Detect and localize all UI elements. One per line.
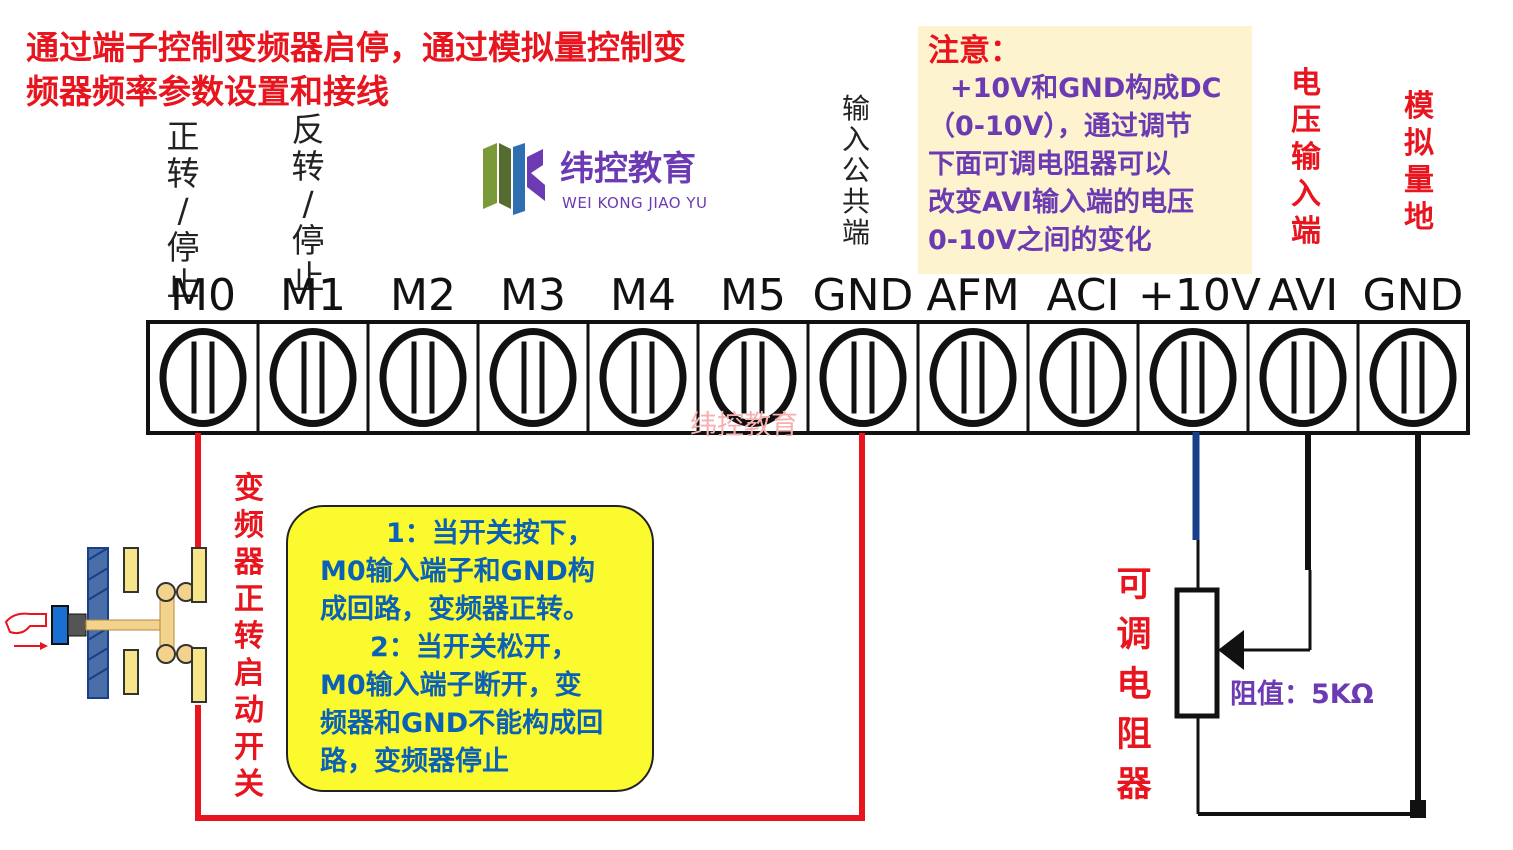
instruction-line: 成回路，变频器正转。 — [320, 594, 590, 625]
terminal-screw-icon — [929, 328, 1017, 427]
note-line: （0-10V），通过调节 — [928, 111, 1192, 142]
terminal-label-m5: M5 — [720, 270, 786, 321]
avi-function-label: 电 压 输 入 端 — [1291, 66, 1321, 249]
terminal-label-afm: AFM — [926, 270, 1020, 321]
terminal-screw-icon — [1149, 328, 1237, 427]
instruction-line: 路，变频器停止 — [320, 746, 509, 777]
terminal-screw-icon — [269, 328, 357, 427]
instruction-box: 1：当开关按下， M0输入端子和GND构 成回路，变频器正转。 2：当开关松开，… — [286, 505, 654, 792]
terminal-label-aci: ACI — [1046, 270, 1120, 321]
resistor-label: 可 调 电 阻 器 — [1116, 565, 1152, 805]
note-line: 改变AVI输入端的电压 — [928, 187, 1195, 218]
terminal-label-avi: AVI — [1267, 270, 1339, 321]
terminal-screw-icon — [159, 328, 247, 427]
note-line: 下面可调电阻器可以 — [928, 149, 1171, 180]
instruction-line: M0输入端子断开，变 — [320, 670, 582, 701]
instruction-line: 2：当开关松开， — [370, 632, 578, 663]
terminal-label-gnd: GND — [1362, 270, 1464, 321]
analog-ground-label: 模 拟 量 地 — [1404, 89, 1434, 235]
note-line: +10V和GND构成DC — [950, 73, 1222, 104]
resistor-value: 阻值：5KΩ — [1230, 679, 1374, 710]
m1-function-label: 反 转 / 停 止 — [291, 110, 325, 297]
push-switch-icon — [4, 547, 207, 703]
analog-wiring — [1174, 432, 1426, 818]
logo-mark-icon — [483, 143, 545, 215]
instruction-line: 1：当开关按下， — [386, 518, 594, 549]
note-box: 注意： +10V和GND构成DC （0-10V），通过调节 下面可调电阻器可以 … — [918, 26, 1252, 274]
title-line-2: 频器频率参数设置和接线 — [26, 72, 389, 111]
terminal-screw-icon — [379, 328, 467, 427]
terminal-label-m3: M3 — [500, 270, 566, 321]
logo-text-en: WEI KONG JIAO YU — [562, 194, 708, 212]
terminal-screw-icon — [709, 328, 797, 427]
gnd-function-label: 输 入 公 共 端 — [841, 92, 870, 249]
switch-label: 变 频 器 正 转 启 动 开 关 — [234, 471, 264, 802]
instruction-line: M0输入端子和GND构 — [320, 556, 595, 587]
terminal-screw-icon — [1259, 328, 1347, 427]
terminal-screw-icon — [819, 328, 907, 427]
terminal-screw-icon — [489, 328, 577, 427]
red-control-wire — [195, 433, 865, 821]
title-line-1: 通过端子控制变频器启停，通过模拟量控制变 — [26, 28, 686, 67]
terminal-label-m0: M0 — [170, 270, 236, 321]
terminal-label-m2: M2 — [390, 270, 456, 321]
note-heading: 注意： — [928, 33, 1021, 69]
terminal-label-m1: M1 — [280, 270, 346, 321]
diagram-title: 通过端子控制变频器启停，通过模拟量控制变 频器频率参数设置和接线 — [26, 26, 826, 114]
terminal-screw-icon — [599, 328, 687, 427]
terminal-block — [146, 320, 1470, 435]
terminal-label-gnd: GND — [812, 270, 914, 321]
m0-function-label: 正 转 / 停 止 — [166, 117, 200, 304]
logo-text-cn: 纬控教育 — [560, 149, 696, 189]
terminal-label-plus-10v: +10V — [1138, 270, 1261, 321]
watermark-text: 纬控教育 — [690, 410, 798, 441]
note-line: 0-10V之间的变化 — [928, 225, 1152, 256]
terminal-screw-icon — [1039, 328, 1127, 427]
terminal-screw-icon — [1369, 328, 1457, 427]
instruction-line: 频器和GND不能构成回 — [320, 708, 604, 739]
terminal-label-m4: M4 — [610, 270, 676, 321]
